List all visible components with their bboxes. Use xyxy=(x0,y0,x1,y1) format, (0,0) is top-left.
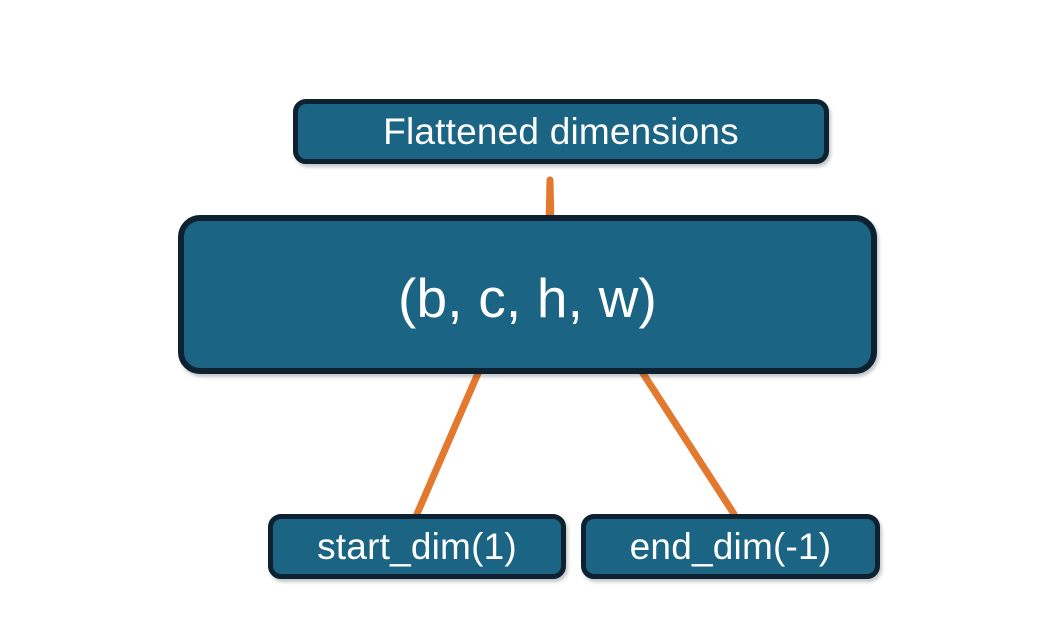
node-end-dim-label: end_dim(-1) xyxy=(629,526,832,567)
node-start-dim[interactable]: start_dim(1) xyxy=(268,514,566,579)
node-end-dim[interactable]: end_dim(-1) xyxy=(581,514,880,579)
node-tensor-shape-label: (b, c, h, w) xyxy=(397,267,658,329)
node-start-dim-label: start_dim(1) xyxy=(317,526,517,567)
node-flattened-dimensions[interactable]: Flattened dimensions xyxy=(293,99,829,164)
node-flattened-dimensions-label: Flattened dimensions xyxy=(383,111,739,152)
node-tensor-shape[interactable]: (b, c, h, w) xyxy=(178,215,877,374)
